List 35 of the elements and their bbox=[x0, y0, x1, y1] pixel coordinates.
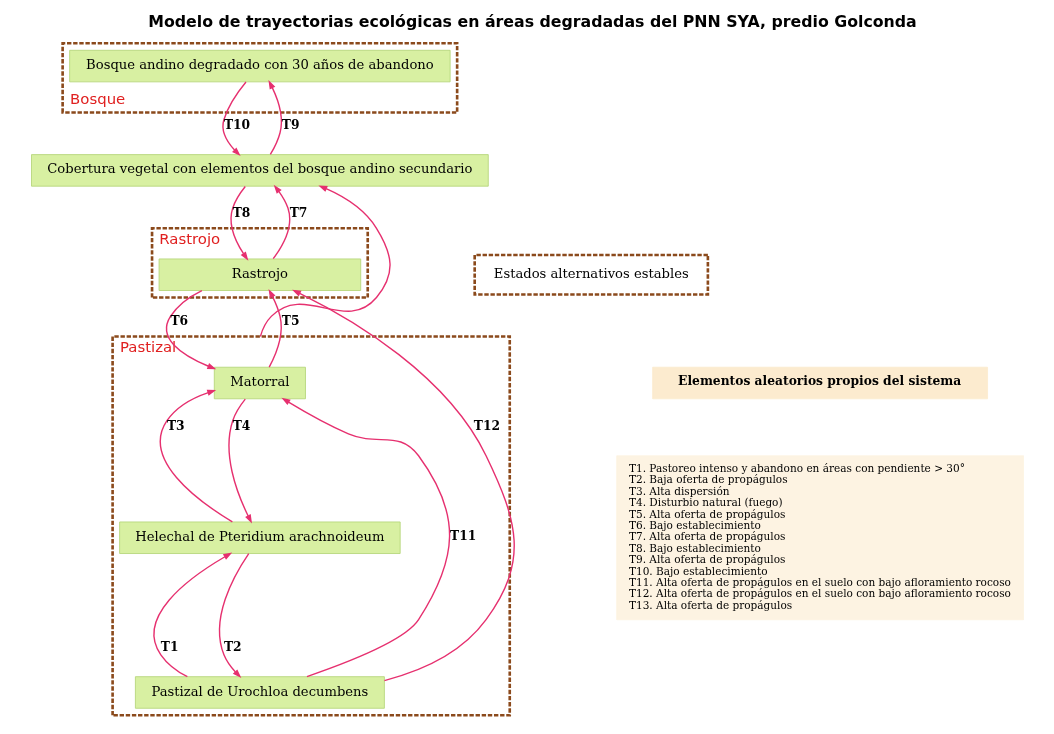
edge-label: T2 bbox=[223, 638, 242, 654]
edge-label: T9 bbox=[281, 116, 299, 132]
edge-label: T12 bbox=[473, 417, 500, 433]
arrow bbox=[268, 288, 282, 368]
edge-label: T8 bbox=[232, 205, 250, 221]
edge-label: T10 bbox=[223, 116, 250, 132]
node-box: Bosque andino degradado con 30 años de abandono bbox=[68, 49, 451, 83]
diagram-title: Modelo de trayectorias ecológicas en áreas degradadas del PNN SYA, predio Golconda bbox=[147, 11, 917, 31]
arrow bbox=[227, 398, 252, 524]
arrow bbox=[259, 185, 391, 338]
edge-label: T11 bbox=[449, 528, 476, 544]
arrow bbox=[280, 397, 450, 678]
arrow bbox=[218, 552, 249, 678]
edge-label: T6 bbox=[169, 313, 188, 329]
arrow bbox=[152, 552, 232, 678]
arrow bbox=[267, 80, 282, 156]
node-box: Rastrojo bbox=[158, 258, 361, 291]
node-box: Estados alternativos estables bbox=[472, 253, 709, 296]
edge-label: T3 bbox=[166, 417, 185, 433]
arrow bbox=[159, 389, 233, 523]
edge-label: T7 bbox=[289, 205, 307, 221]
node-box: T1. Pastoreo intenso y abandono en áreas con pendiente > 30° T2. Baja oferta de propágulos T3. Alta dispersión T4. Disturbio natural (fuego) T5. Alta oferta de propágulos T6. Bajo establecimiento T7. Alta oferta de propágulos T8. Bajo establecimiento T9. Alta oferta de propágulos T10. Bajo establecimiento T11. Alta oferta de propágulos en el suelo con bajo afloramiento rocoso T12. Alta oferta de propágulos en el suelo con bajo afloramiento rocoso T13. Alta oferta de propágulos bbox=[615, 455, 1024, 621]
arrow bbox=[165, 289, 216, 370]
arrow bbox=[272, 184, 290, 260]
node-box: Pastizal de Urochloa decumbens bbox=[134, 676, 385, 709]
arrow bbox=[229, 185, 248, 261]
edge-label: T1 bbox=[160, 638, 178, 654]
arrow bbox=[291, 289, 515, 682]
arrow bbox=[221, 81, 247, 157]
node-box: Cobertura vegetal con elementos del bosque andino secundario bbox=[30, 154, 489, 187]
node-box: Helechal de Pteridium arachnoideum bbox=[118, 521, 401, 554]
edge-label: T4 bbox=[232, 417, 250, 433]
edge-label: T5 bbox=[281, 313, 299, 329]
node-box: Elementos aleatorios propios del sistema bbox=[651, 366, 988, 400]
node-box: Matorral bbox=[213, 366, 306, 400]
